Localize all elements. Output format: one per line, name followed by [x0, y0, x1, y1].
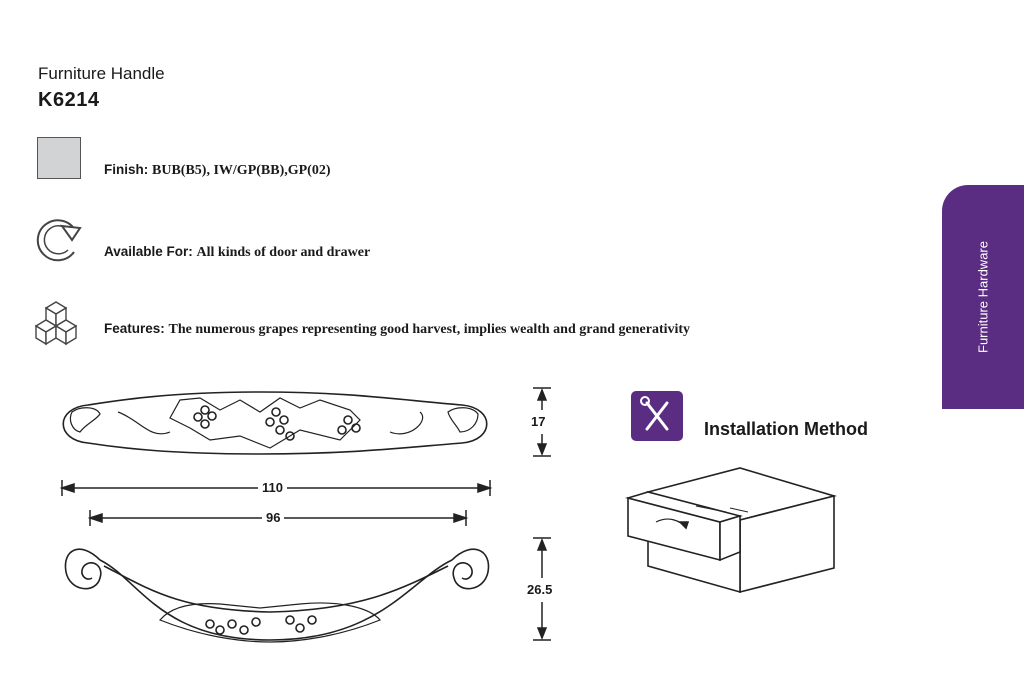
stacked-cubes-icon [34, 301, 78, 346]
finish-row: Finish: BUB(B5), IW/GP(BB),GP(02) [104, 162, 331, 179]
features-label: Features: [104, 321, 165, 336]
depth-dimension-line [533, 537, 551, 641]
features-row: Features: The numerous grapes representi… [104, 321, 690, 338]
finish-value: BUB(B5), IW/GP(BB),GP(02) [152, 163, 331, 178]
refresh-arrow-icon [36, 219, 82, 262]
installation-method-label: Installation Method [704, 419, 868, 439]
available-value: All kinds of door and drawer [196, 245, 371, 260]
available-row: Available For: All kinds of door and dra… [104, 244, 370, 261]
length-dimension-label: 110 [258, 480, 287, 495]
features-value: The numerous grapes representing good ha… [168, 322, 691, 337]
wrench-screwdriver-icon [631, 391, 683, 441]
depth-dimension-label: 26.5 [523, 582, 557, 597]
product-code: K6214 [38, 89, 100, 111]
finish-swatch-icon [37, 137, 81, 179]
cabinet-drawer-illustration [625, 467, 838, 594]
handle-top-view [62, 391, 488, 455]
finish-label: Finish: [104, 162, 149, 177]
product-category: Furniture Handle [38, 64, 165, 83]
available-label: Available For: [104, 244, 193, 259]
category-side-tab[interactable]: Furniture Hardware [942, 185, 1024, 409]
height-dimension-line [533, 387, 551, 457]
height-dimension-label: 17 [527, 414, 550, 429]
side-tab-label: Furniture Hardware [975, 241, 991, 353]
handle-side-view [64, 548, 490, 643]
spacing-dimension-label: 96 [262, 510, 285, 525]
